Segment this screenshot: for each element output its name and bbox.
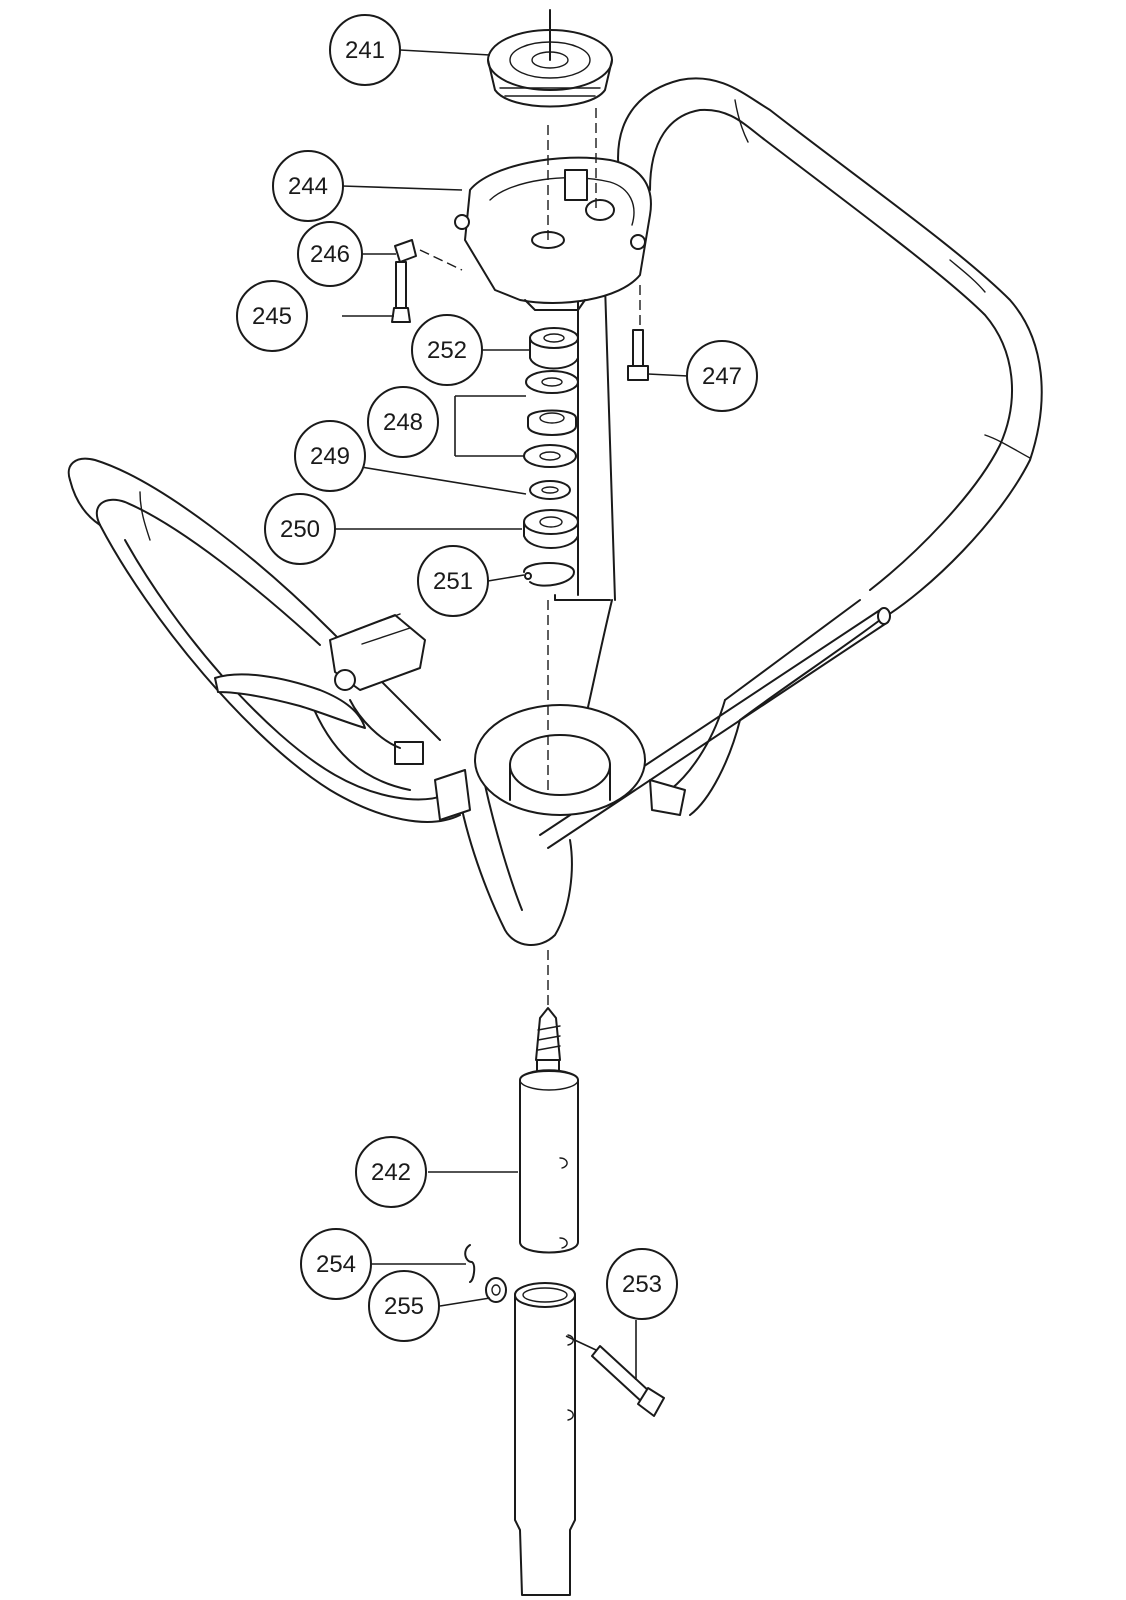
part-254-cotter-pin <box>464 1244 476 1283</box>
callout-247: 247 <box>686 340 758 412</box>
callout-245: 245 <box>236 280 308 352</box>
part-252-bushing <box>529 327 579 370</box>
part-242-shaft <box>519 1007 579 1254</box>
line-art <box>67 9 1043 1596</box>
part-241-cap <box>487 9 613 108</box>
callout-251: 251 <box>417 545 489 617</box>
throttle-lever <box>214 613 426 765</box>
handle-frame-right <box>617 77 1043 816</box>
part-248-washer-set <box>523 370 579 468</box>
leader-lines <box>334 49 689 1380</box>
part-255-washer <box>485 1277 507 1303</box>
callout-250-label: 250 <box>280 516 320 543</box>
callout-253: 253 <box>606 1248 678 1320</box>
callout-251-label: 251 <box>433 568 473 595</box>
callout-244-label: 244 <box>288 173 328 200</box>
callout-246: 246 <box>297 221 363 287</box>
callout-241: 241 <box>329 14 401 86</box>
callout-245-label: 245 <box>252 303 292 330</box>
callout-254-label: 254 <box>316 1251 356 1278</box>
part-245-bolt <box>391 261 411 323</box>
callout-252: 252 <box>411 314 483 386</box>
callout-248: 248 <box>367 386 439 458</box>
part-249-washer <box>529 480 571 500</box>
callout-248-label: 248 <box>383 409 423 436</box>
callout-246-label: 246 <box>310 241 350 268</box>
callout-252-label: 252 <box>427 337 467 364</box>
callout-249-label: 249 <box>310 443 350 470</box>
part-250-bearing <box>523 509 579 549</box>
part-253-pin <box>565 1335 665 1417</box>
callout-242: 242 <box>355 1136 427 1208</box>
callout-250: 250 <box>264 493 336 565</box>
callout-242-label: 242 <box>371 1159 411 1186</box>
callout-249: 249 <box>294 420 366 492</box>
callout-255: 255 <box>368 1270 440 1342</box>
collar-ring <box>434 704 686 821</box>
assembly-centerlines <box>419 108 641 1008</box>
callout-255-label: 255 <box>384 1293 424 1320</box>
part-251-snap-ring <box>523 562 575 587</box>
callout-253-label: 253 <box>622 1271 662 1298</box>
callout-247-label: 247 <box>702 363 742 390</box>
lower-tube <box>514 1282 576 1596</box>
part-244-housing <box>454 156 652 311</box>
part-246-clip <box>394 239 417 263</box>
part-247-bolt <box>627 329 649 381</box>
handle-frame-left <box>67 457 461 823</box>
callout-241-label: 241 <box>345 37 385 64</box>
callout-244: 244 <box>272 150 344 222</box>
callout-254: 254 <box>300 1228 372 1300</box>
